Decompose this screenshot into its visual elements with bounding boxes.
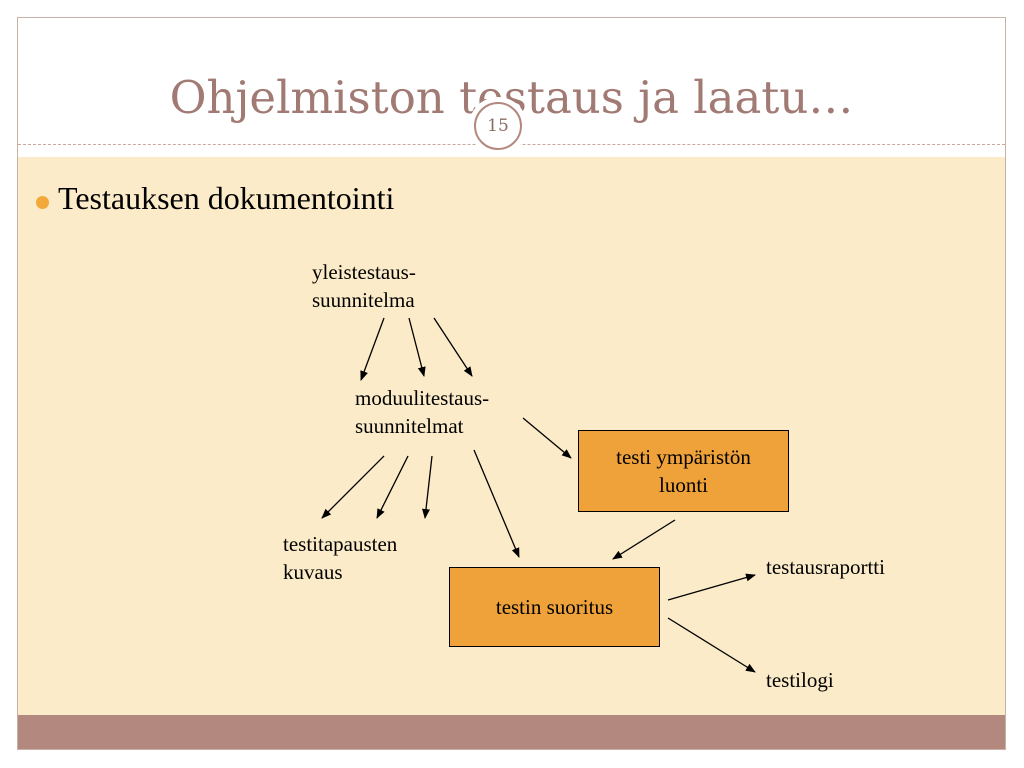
node-general-test-plan: yleistestaus- suunnitelma: [312, 260, 416, 312]
arrow-modules-to-env: [522, 417, 572, 459]
bullet-icon: [36, 196, 49, 209]
arrow-modules-to-cases-3: [422, 455, 433, 519]
node-test-case-description: testitapausten kuvaus: [283, 532, 398, 584]
slide-footer: [18, 715, 1005, 749]
arrow-modules-to-execution: [473, 449, 520, 558]
arrow-general-to-modules-1: [360, 317, 385, 381]
arrow-env-to-execution: [612, 519, 676, 560]
page-number-badge: 15: [469, 97, 527, 155]
node-module-test-plans: moduulitestaus- suunnitelmat: [355, 386, 490, 438]
node-test-report: testausraportti: [766, 555, 885, 579]
arrow-execution-to-report: [667, 573, 756, 601]
arrow-general-to-modules-3: [433, 317, 473, 377]
arrow-modules-to-cases-2: [376, 455, 409, 519]
node-test-execution: testin suoritus: [449, 567, 660, 647]
bullet-text: Testauksen dokumentointi: [58, 180, 395, 216]
arrow-general-to-modules-2: [408, 317, 426, 377]
page-number: 15: [474, 102, 522, 150]
node-test-environment-creation: testi ympäristön luonti: [578, 430, 789, 512]
node-test-log: testilogi: [766, 668, 834, 692]
arrow-execution-to-log: [667, 617, 756, 673]
arrow-modules-to-cases-1: [321, 455, 385, 519]
